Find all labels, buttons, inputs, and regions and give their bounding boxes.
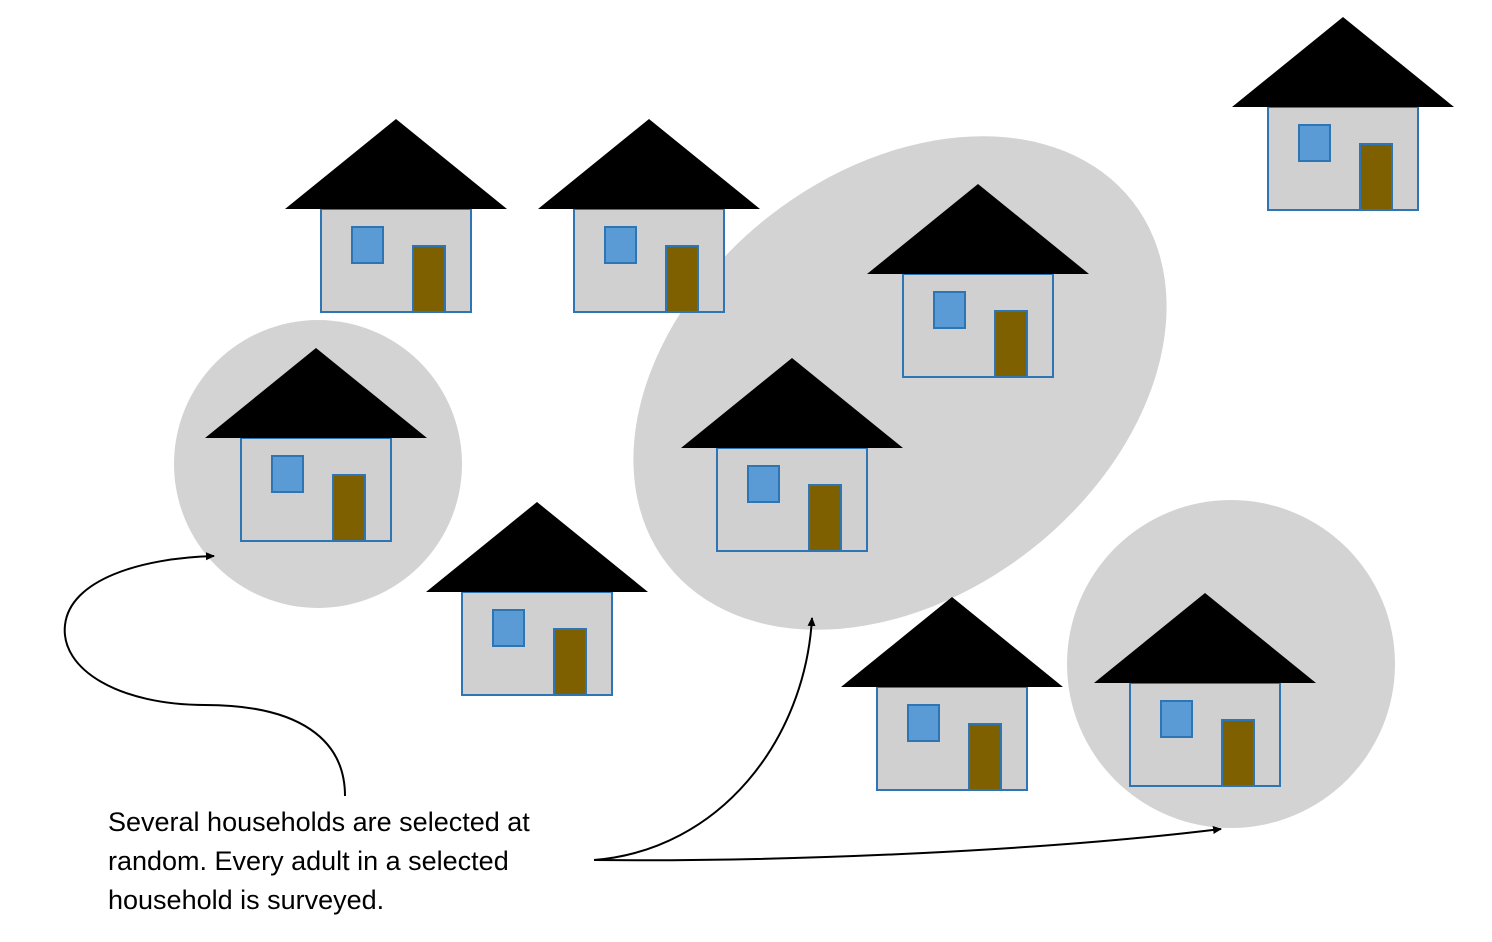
house-door <box>1359 143 1393 211</box>
house-2 <box>538 119 760 313</box>
caption-text: Several households are selected at rando… <box>108 803 578 920</box>
caption-line-2: random. Every adult in a selected <box>108 846 509 876</box>
house-1 <box>285 119 507 313</box>
house-wall <box>716 447 868 552</box>
house-door <box>665 245 699 313</box>
caption-line-1: Several households are selected at <box>108 807 530 837</box>
house-6 <box>681 358 903 552</box>
house-9 <box>1094 593 1316 787</box>
connector-arrows <box>63 552 1222 862</box>
house-roof <box>841 597 1063 687</box>
house-wall <box>902 273 1054 378</box>
house-roof <box>285 119 507 209</box>
house-roof <box>205 348 427 438</box>
house-window <box>604 226 637 264</box>
caption-line-3: household is surveyed. <box>108 885 385 915</box>
house-wall <box>320 208 472 313</box>
house-window <box>271 455 304 493</box>
house-4 <box>205 348 427 542</box>
houses-group <box>205 17 1454 791</box>
house-window <box>492 609 525 647</box>
house-window <box>351 226 384 264</box>
house-roof <box>426 502 648 592</box>
house-5 <box>867 184 1089 378</box>
house-window <box>907 704 940 742</box>
house-window <box>1298 124 1331 162</box>
house-roof <box>1232 17 1454 107</box>
house-door <box>968 723 1002 791</box>
house-window <box>933 291 966 329</box>
arrow-to-center-households <box>593 617 816 861</box>
house-door <box>553 628 587 696</box>
house-7 <box>426 502 648 696</box>
house-roof <box>1094 593 1316 683</box>
house-wall <box>1129 682 1281 787</box>
house-wall <box>573 208 725 313</box>
house-wall <box>876 686 1028 791</box>
house-door <box>1221 719 1255 787</box>
arrow-to-left-household <box>63 552 346 797</box>
house-wall <box>461 591 613 696</box>
house-window <box>747 465 780 503</box>
house-roof <box>538 119 760 209</box>
house-door <box>412 245 446 313</box>
arrow-to-right-household <box>593 826 1222 862</box>
house-8 <box>841 597 1063 791</box>
house-roof <box>681 358 903 448</box>
house-roof <box>867 184 1089 274</box>
house-door <box>994 310 1028 378</box>
house-3 <box>1232 17 1454 211</box>
house-wall <box>240 437 392 542</box>
house-wall <box>1267 106 1419 211</box>
house-window <box>1160 700 1193 738</box>
house-door <box>332 474 366 542</box>
house-door <box>808 484 842 552</box>
